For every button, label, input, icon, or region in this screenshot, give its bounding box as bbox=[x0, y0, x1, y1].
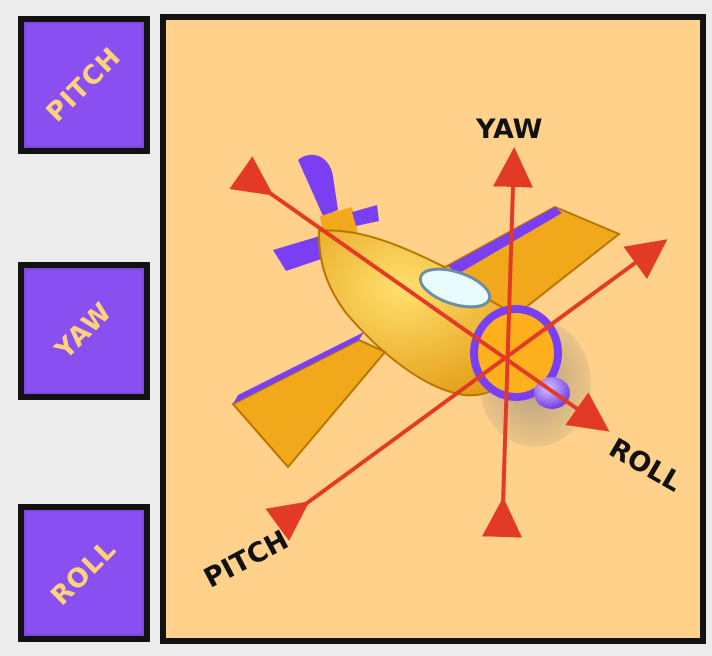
pitch-button[interactable]: PITCH bbox=[18, 16, 150, 154]
roll-axis bbox=[229, 156, 610, 432]
yaw-label: YAW bbox=[476, 114, 543, 145]
left-wing-icon bbox=[231, 338, 387, 469]
airplane-icon bbox=[231, 154, 621, 469]
roll-button[interactable]: ROLL bbox=[18, 504, 150, 642]
yaw-button[interactable]: YAW bbox=[18, 262, 150, 400]
right-stabilizer-icon bbox=[352, 205, 379, 226]
tail-fin-icon bbox=[298, 154, 338, 216]
axes-overlay bbox=[229, 147, 668, 542]
